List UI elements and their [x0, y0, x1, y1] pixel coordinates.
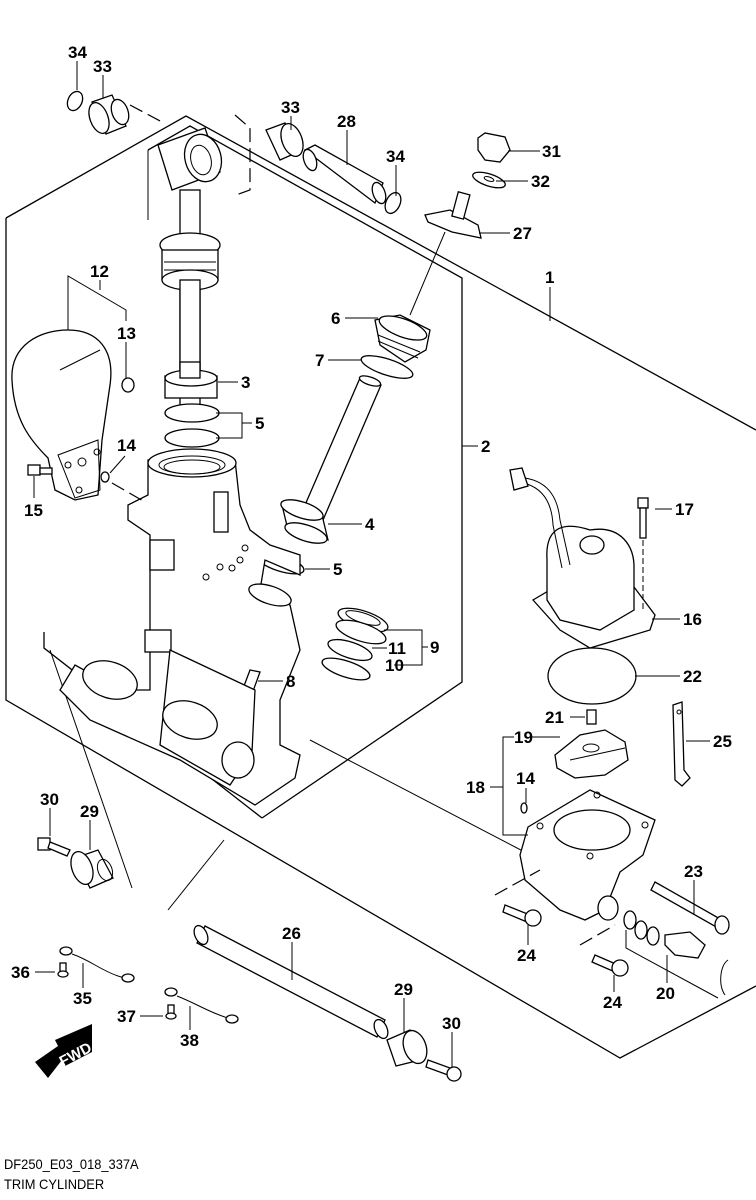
part-20-manual-valve — [623, 910, 729, 996]
callout-32: 32 — [531, 172, 550, 191]
callout-27: 27 — [513, 224, 532, 243]
part-26-shaft — [193, 924, 389, 1040]
part-27-bracket — [424, 191, 482, 239]
part-30-bolt-right — [425, 1059, 462, 1082]
callout-34: 34 — [68, 43, 87, 62]
callout-18: 18 — [466, 778, 485, 797]
callout-13: 13 — [117, 324, 136, 343]
callout-5: 5 — [255, 414, 264, 433]
part-23-bolt — [650, 881, 730, 935]
callout-30: 30 — [442, 1014, 461, 1033]
callout-7: 7 — [315, 351, 324, 370]
part-6-cap — [374, 314, 431, 363]
callout-36: 36 — [11, 963, 30, 982]
part-37-screw — [165, 1004, 177, 1020]
part-15-bolt — [27, 464, 53, 476]
part-11-ring — [327, 638, 373, 662]
callout-25: 25 — [713, 732, 732, 751]
part-30-bolt-left — [37, 837, 71, 857]
assembly-1-frame — [5, 115, 756, 1059]
callout-11: 11 — [388, 639, 406, 658]
callout-31: 31 — [542, 142, 561, 161]
callout-26: 26 — [282, 924, 301, 943]
part-35-ground-wire — [59, 946, 135, 983]
part-21-plug — [586, 709, 597, 725]
callout-16: 16 — [683, 610, 702, 629]
callout-14: 14 — [117, 436, 136, 455]
callout-5: 5 — [333, 560, 342, 579]
part-17-screw — [637, 497, 649, 539]
part-14-washer-left — [100, 471, 110, 483]
callout-29: 29 — [394, 980, 413, 999]
diagram-title: TRIM CYLINDER — [4, 1176, 105, 1192]
part-18-valve-body — [519, 789, 656, 921]
callout-9: 9 — [430, 638, 439, 657]
callout-10: 10 — [385, 656, 404, 675]
callout-28: 28 — [337, 112, 356, 131]
part-34-circlip-right — [384, 191, 402, 215]
callout-14: 14 — [516, 769, 535, 788]
callout-20: 20 — [656, 984, 675, 1003]
part-9-valve — [335, 607, 389, 645]
callout-15: 15 — [24, 501, 43, 520]
callout-6: 6 — [331, 309, 340, 328]
callout-labels: 34 33 33 28 34 31 32 27 1 12 13 6 7 3 5 … — [11, 43, 732, 1050]
callout-22: 22 — [683, 667, 702, 686]
callout-38: 38 — [180, 1031, 199, 1050]
callout-23: 23 — [684, 862, 703, 881]
part-34-circlip-left — [66, 90, 84, 112]
part-5-o-rings-upper — [164, 403, 220, 448]
callout-33: 33 — [281, 98, 300, 117]
part-36-screw — [57, 962, 69, 978]
part-13-clip — [121, 377, 135, 393]
part-10-ring — [321, 657, 371, 681]
part-29-bushing-left — [70, 849, 114, 889]
callout-17: 17 — [675, 500, 694, 519]
callout-12: 12 — [90, 262, 109, 281]
callout-34: 34 — [386, 147, 405, 166]
callout-4: 4 — [365, 515, 375, 534]
diagram-code: DF250_E03_018_337A — [4, 1156, 139, 1172]
fwd-direction-arrow-icon: FWD — [35, 1024, 95, 1078]
part-12-cover — [11, 329, 112, 501]
part-8-tube — [82, 649, 261, 786]
part-33-bushing-left — [88, 94, 130, 135]
callout-3: 3 — [241, 373, 250, 392]
callout-24: 24 — [517, 946, 536, 965]
frame-guide-line — [309, 739, 541, 861]
callout-30: 30 — [40, 790, 59, 809]
part-3-seal-nut — [164, 361, 218, 399]
callout-33: 33 — [93, 57, 112, 76]
part-22-o-ring — [547, 647, 637, 705]
part-14-washer-right — [520, 802, 528, 814]
part-32-washer — [472, 171, 506, 189]
part-16-motor — [509, 467, 656, 649]
part-31-nut — [477, 132, 511, 163]
callout-2: 2 — [481, 437, 490, 456]
part-28-pin — [302, 144, 387, 205]
part-19-filter — [554, 729, 629, 779]
part-38-ground-wire — [164, 987, 239, 1024]
callout-29: 29 — [80, 802, 99, 821]
callout-21: 21 — [545, 708, 564, 727]
part-25-strap — [672, 701, 691, 787]
leader-lines — [33, 61, 710, 1068]
callout-19: 19 — [514, 728, 533, 747]
callout-35: 35 — [73, 989, 92, 1008]
part-4-piston — [280, 375, 382, 544]
part-33-bushing-right — [265, 122, 304, 161]
part-24-bolt-lower — [591, 954, 629, 977]
callout-1: 1 — [545, 268, 554, 287]
part-7-o-ring — [360, 355, 414, 379]
callout-24: 24 — [603, 993, 622, 1012]
callout-37: 37 — [117, 1007, 136, 1026]
part-29-bushing-right — [386, 1029, 428, 1067]
callout-8: 8 — [286, 672, 295, 691]
part-24-bolt-upper — [502, 904, 542, 927]
